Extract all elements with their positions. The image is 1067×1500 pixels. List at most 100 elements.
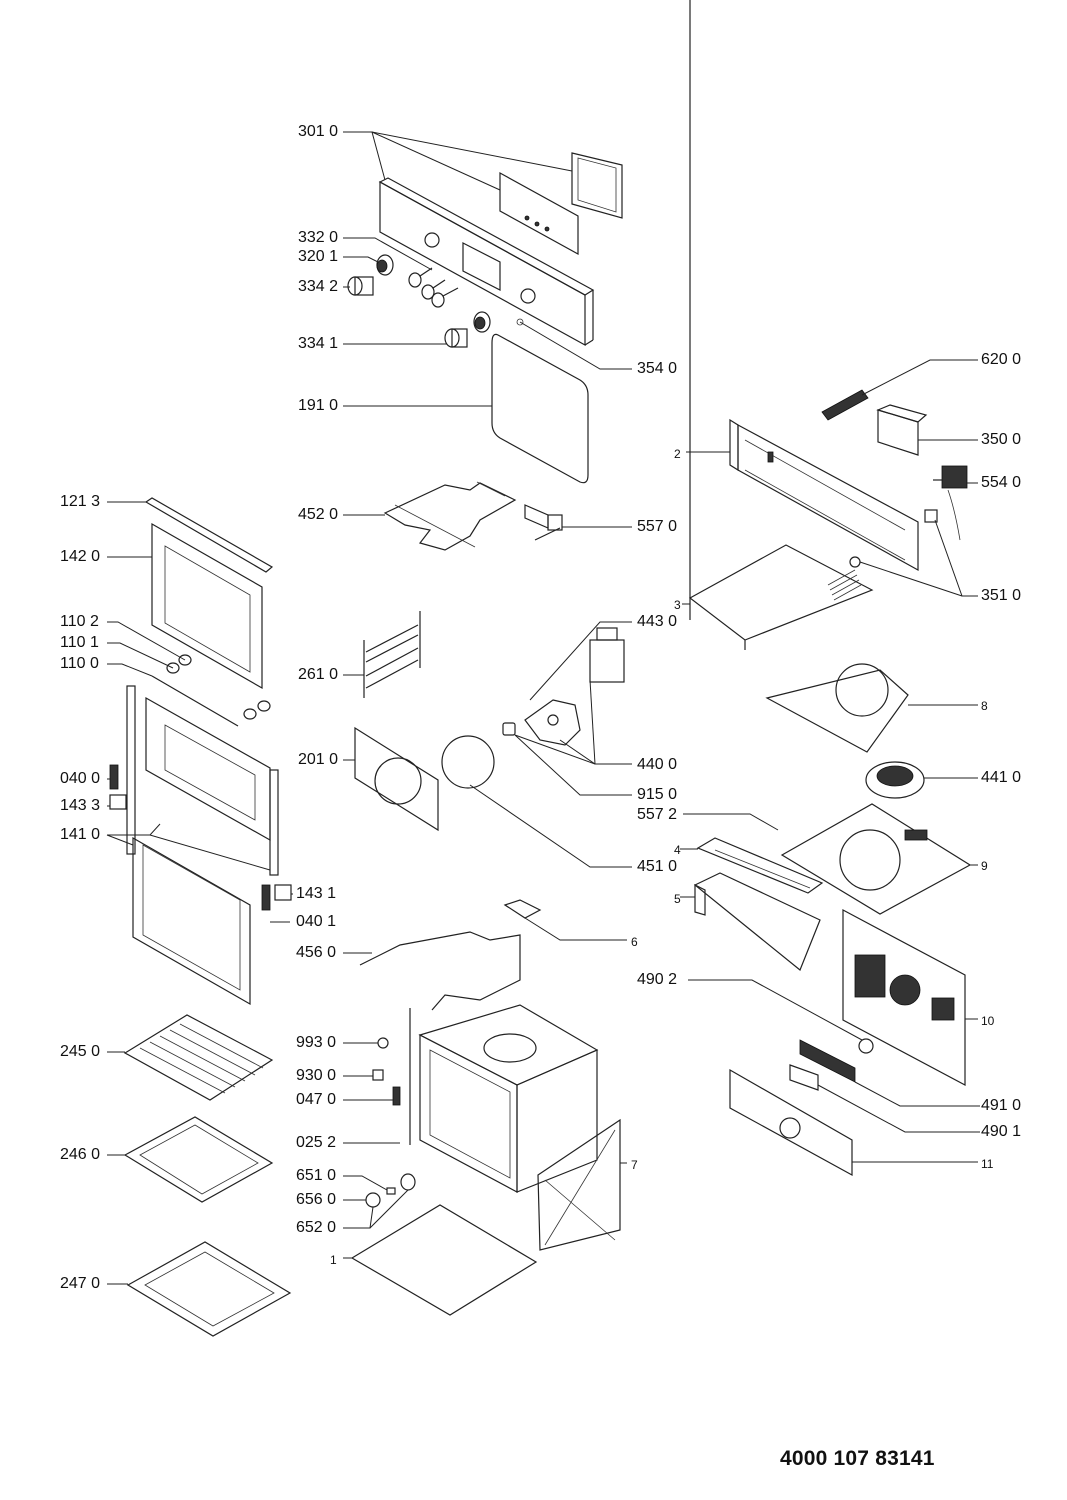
label-443-0: 443 0 bbox=[637, 613, 678, 630]
label-2: 2 bbox=[674, 447, 681, 461]
label-143-1: 143 1 bbox=[296, 885, 337, 902]
knob-parts bbox=[347, 254, 491, 348]
label-557-2: 557 2 bbox=[637, 806, 678, 823]
top-plate-9 bbox=[780, 803, 972, 915]
thermal-cutouts bbox=[849, 509, 938, 568]
shelf-guides bbox=[363, 611, 421, 698]
label-040-1: 040 1 bbox=[296, 913, 337, 930]
fan-motor bbox=[589, 627, 625, 683]
outer-door-glass bbox=[151, 522, 263, 690]
cooling-fan bbox=[865, 761, 925, 799]
label-11: 11 bbox=[981, 1157, 994, 1171]
lower-heating-element bbox=[359, 931, 521, 1011]
wire-shelf bbox=[123, 1014, 274, 1101]
label-350-0: 350 0 bbox=[981, 431, 1022, 448]
document-number: 4000 107 83141 bbox=[780, 1447, 935, 1470]
label-320-1: 320 1 bbox=[298, 248, 339, 265]
label-620-0: 620 0 bbox=[981, 351, 1022, 368]
label-5: 5 bbox=[674, 892, 681, 906]
terminal-block bbox=[821, 389, 869, 421]
small-cavity-parts bbox=[365, 1037, 416, 1208]
display-frame bbox=[571, 152, 623, 219]
label-025-2: 025 2 bbox=[296, 1134, 337, 1151]
label-490-1: 490 1 bbox=[981, 1123, 1022, 1140]
label-652-0: 652 0 bbox=[296, 1219, 337, 1236]
door-hinge-parts bbox=[109, 764, 292, 911]
label-3: 3 bbox=[674, 598, 681, 612]
label-351-0: 351 0 bbox=[981, 587, 1022, 604]
oven-cavity bbox=[409, 1004, 599, 1194]
thermostat-part bbox=[524, 504, 563, 541]
door-inner-frame bbox=[132, 836, 251, 1006]
label-1: 1 bbox=[330, 1253, 337, 1267]
label-491-0: 491 0 bbox=[981, 1097, 1022, 1114]
label-651-0: 651 0 bbox=[296, 1167, 337, 1184]
display-glass-panel bbox=[499, 171, 579, 256]
label-930-0: 930 0 bbox=[296, 1067, 337, 1084]
grill-heating-element bbox=[383, 481, 517, 551]
label-142-0: 142 0 bbox=[60, 548, 101, 565]
label-554-0: 554 0 bbox=[981, 474, 1022, 491]
label-121-3: 121 3 bbox=[60, 493, 101, 510]
label-451-0: 451 0 bbox=[637, 858, 678, 875]
side-panel-7 bbox=[537, 1118, 621, 1251]
label-110-2: 110 2 bbox=[60, 613, 99, 630]
label-047-0: 047 0 bbox=[296, 1091, 337, 1108]
baking-tray bbox=[123, 1116, 274, 1203]
circular-heating-element bbox=[441, 735, 495, 789]
label-334-1: 334 1 bbox=[298, 335, 339, 352]
fan-cover-201 bbox=[354, 726, 439, 832]
label-10: 10 bbox=[981, 1014, 995, 1028]
cooling-fan-housing bbox=[765, 663, 909, 753]
rear-panel-10 bbox=[842, 909, 966, 1086]
label-4: 4 bbox=[674, 843, 681, 857]
label-245-0: 245 0 bbox=[60, 1043, 101, 1060]
label-201-0: 201 0 bbox=[298, 751, 339, 768]
switch-490-1 bbox=[789, 1064, 819, 1091]
fan-nut bbox=[502, 722, 516, 736]
bracket-5 bbox=[693, 872, 821, 971]
clock-timer bbox=[876, 404, 928, 456]
rear-control-bracket bbox=[729, 418, 919, 572]
bracket-6 bbox=[503, 899, 542, 919]
label-334-2: 334 2 bbox=[298, 278, 339, 295]
label-261-0: 261 0 bbox=[298, 666, 339, 683]
label-452-0: 452 0 bbox=[298, 506, 339, 523]
leader-lines bbox=[106, 131, 980, 1285]
door-top-profile bbox=[144, 497, 274, 573]
label-247-0: 247 0 bbox=[60, 1275, 101, 1292]
control-board-11 bbox=[729, 1068, 853, 1177]
label-490-2: 490 2 bbox=[637, 971, 678, 988]
label-246-0: 246 0 bbox=[60, 1146, 101, 1163]
label-191-0: 191 0 bbox=[298, 397, 339, 414]
label-110-1: 110 1 bbox=[60, 634, 99, 651]
label-441-0: 441 0 bbox=[981, 769, 1022, 786]
label-456-0: 456 0 bbox=[296, 944, 337, 961]
label-9: 9 bbox=[981, 859, 988, 873]
label-301-0: 301 0 bbox=[298, 123, 339, 140]
label-656-0: 656 0 bbox=[296, 1191, 337, 1208]
label-993-0: 993 0 bbox=[296, 1034, 337, 1051]
bottom-plate-1 bbox=[350, 1204, 538, 1316]
selector-switch bbox=[933, 465, 968, 541]
label-6: 6 bbox=[631, 935, 638, 949]
inner-door-glass bbox=[126, 685, 279, 876]
terminal-strip-491 bbox=[799, 1038, 874, 1083]
label-143-3: 143 3 bbox=[60, 797, 101, 814]
label-040-0: 040 0 bbox=[60, 770, 101, 787]
label-8: 8 bbox=[981, 699, 988, 713]
label-354-0: 354 0 bbox=[637, 360, 678, 377]
label-915-0: 915 0 bbox=[637, 786, 678, 803]
label-440-0: 440 0 bbox=[637, 756, 678, 773]
bracket-4 bbox=[696, 837, 824, 894]
label-141-0: 141 0 bbox=[60, 826, 101, 843]
door-hinge-washers bbox=[151, 654, 271, 727]
label-557-0: 557 0 bbox=[637, 518, 678, 535]
label-7: 7 bbox=[631, 1158, 638, 1172]
control-panel-fascia bbox=[378, 177, 595, 347]
top-cover-plate bbox=[688, 0, 874, 650]
fan-blade bbox=[524, 699, 581, 746]
label-332-0: 332 0 bbox=[298, 229, 339, 246]
label-110-0: 110 0 bbox=[60, 655, 99, 672]
